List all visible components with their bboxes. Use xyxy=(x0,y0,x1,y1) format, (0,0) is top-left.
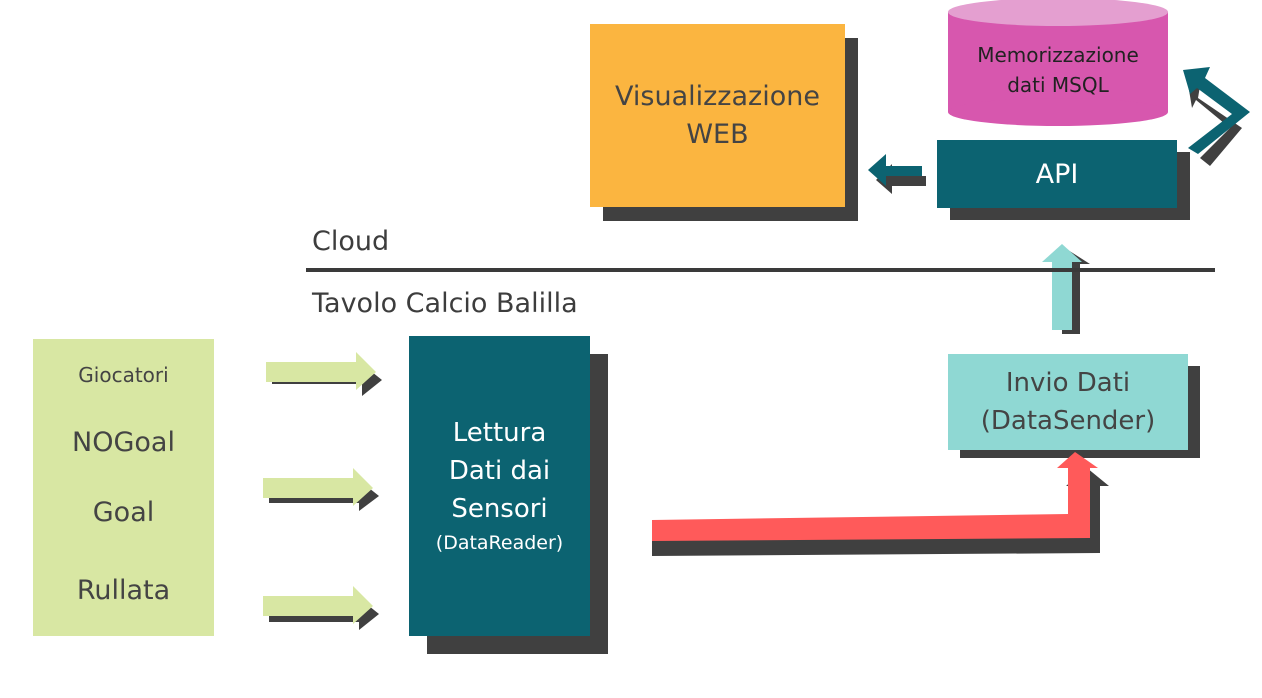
database-node: Memorizzazione dati MSQL xyxy=(948,22,1168,118)
input-arrow-1 xyxy=(266,352,382,396)
reader-label-line1: Lettura xyxy=(452,418,547,448)
players-title: Giocatori xyxy=(78,363,169,387)
web-label-line1: Visualizzazione xyxy=(615,80,820,112)
api-to-database-arrow xyxy=(1183,67,1250,166)
database-cylinder xyxy=(948,0,1168,126)
database-label-line2: dati MSQL xyxy=(1007,73,1109,97)
input-arrow-3 xyxy=(263,586,379,630)
web-label-line2: WEB xyxy=(686,118,749,150)
database-label-line1: Memorizzazione xyxy=(977,43,1139,67)
sender-label-line2: (DataSender) xyxy=(980,406,1156,436)
sender-to-api-arrow xyxy=(1042,244,1090,334)
reader-to-sender-arrow xyxy=(652,452,1109,556)
data-reader-node: Lettura Dati dai Sensori (DataReader) xyxy=(409,336,590,636)
cloud-label: Cloud xyxy=(312,226,390,257)
api-node: API xyxy=(937,140,1177,208)
local-table-label: Tavolo Calcio Balilla xyxy=(312,288,578,319)
api-to-web-arrow xyxy=(868,154,926,194)
input-arrow-2 xyxy=(263,468,379,511)
sender-label-line1: Invio Dati xyxy=(1005,368,1131,398)
reader-label-line4: (DataReader) xyxy=(435,532,564,554)
players-item-rullata: Rullata xyxy=(76,575,171,606)
api-label: API xyxy=(1035,158,1079,190)
cloud-local-divider xyxy=(306,268,1215,272)
players-node: Giocatori NOGoal Goal Rullata xyxy=(33,339,214,636)
reader-label-line3: Sensori xyxy=(451,494,548,524)
players-item-nogoal: NOGoal xyxy=(72,427,175,458)
web-visualization-node: Visualizzazione WEB xyxy=(590,24,845,207)
reader-label-line2: Dati dai xyxy=(448,456,551,486)
data-sender-node: Invio Dati (DataSender) xyxy=(948,354,1188,450)
players-item-goal: Goal xyxy=(92,497,155,528)
